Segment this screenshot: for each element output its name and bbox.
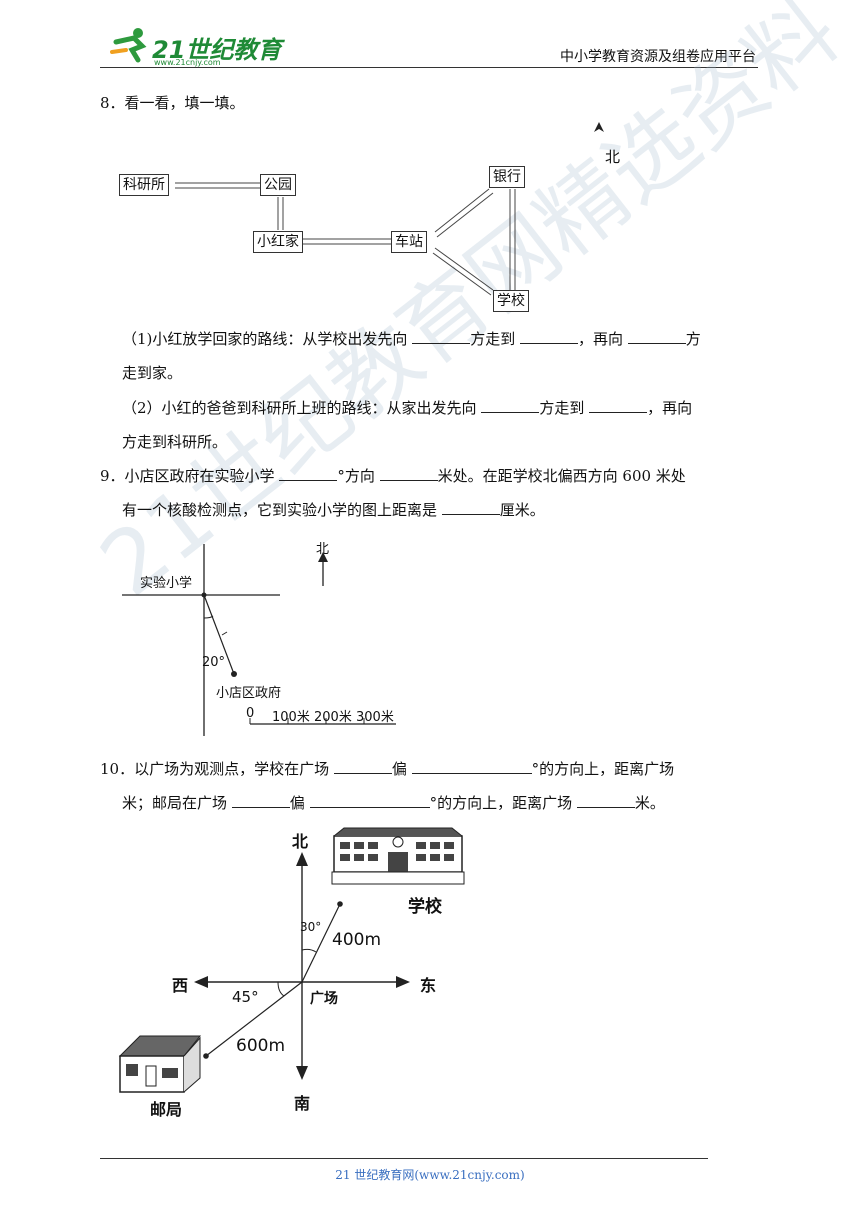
- q10-post-label: 邮局: [150, 1100, 183, 1119]
- q9-axes: [122, 544, 396, 736]
- q8-part1-line1: （1)小红放学回家的路线：从学校出发先向 方走到 ，再向 方: [122, 329, 701, 348]
- q9-school-label: 实验小学: [140, 576, 193, 591]
- place-school: 学校: [493, 290, 529, 312]
- q9-scale-200: 200米: [314, 710, 352, 725]
- q8-title: 8．看一看，填一填。: [100, 94, 245, 112]
- q9-blank-2[interactable]: [379, 466, 438, 481]
- q10-blank-3[interactable]: [231, 793, 290, 808]
- q10-west-label: 西: [172, 976, 189, 995]
- q9-blank-1[interactable]: [279, 466, 338, 481]
- logo-text: 21世纪教育: [152, 36, 282, 64]
- footer-rule: [100, 1158, 708, 1159]
- q10-line1: 10．以广场为观测点，学校在广场 偏 °的方向上，距离广场: [100, 759, 675, 778]
- q8-part2-line2: 方走到科研所。: [122, 433, 228, 451]
- q10-line2: 米；邮局在广场 偏 °的方向上，距离广场 米。: [122, 793, 665, 812]
- logo-runner-icon: [110, 28, 147, 63]
- q8-blank-3[interactable]: [627, 329, 686, 344]
- q9-blank-3[interactable]: [441, 500, 500, 515]
- platform-name: 中小学教育资源及组卷应用平台: [560, 49, 756, 65]
- q8-part2-line1: （2）小红的爸爸到科研所上班的路线：从家出发先向 方走到 ，再向: [122, 398, 693, 417]
- q10-angle-school: 30°: [300, 920, 322, 934]
- place-research: 科研所: [119, 174, 169, 196]
- q10-compass: [194, 852, 410, 1080]
- q10-angle-post: 45°: [232, 988, 259, 1006]
- q9-diagram: 北 实验小学 20° 小店区政府 0 100米 200米 300米: [118, 538, 418, 738]
- q10-center-label: 广场: [310, 991, 338, 1007]
- q10-east-label: 东: [420, 976, 437, 995]
- place-home: 小红家: [253, 231, 303, 253]
- place-park: 公园: [260, 174, 296, 196]
- q8-north-label: 北: [605, 148, 621, 166]
- q10-blank-5[interactable]: [576, 793, 635, 808]
- q9-scale-300: 300米: [356, 710, 394, 725]
- q9-north-label: 北: [316, 542, 330, 557]
- school-building-icon: [331, 827, 465, 885]
- q8-map: 北 科研所 公园 银行 小红家 车站 学校: [115, 120, 620, 320]
- q8-part1-line2: 走到家。: [122, 364, 183, 382]
- place-bank: 银行: [489, 166, 525, 188]
- q10-school-label: 学校: [408, 897, 442, 917]
- q9-scale-100: 100米: [272, 710, 310, 725]
- q8-blank-1[interactable]: [412, 329, 471, 344]
- header: 21世纪教育 www.21cnjy.com 中小学教育资源及组卷应用平台: [100, 24, 760, 68]
- q8-roads: [175, 182, 516, 296]
- header-rule: [100, 67, 758, 68]
- q10-blank-2[interactable]: [411, 759, 532, 774]
- q10-blank-1[interactable]: [333, 759, 392, 774]
- post-office-building-icon: [118, 1035, 202, 1093]
- q8-blank-2[interactable]: [519, 329, 578, 344]
- q10-dist-post: 600m: [236, 1036, 286, 1056]
- q10-south-label: 南: [294, 1094, 311, 1113]
- q10-dist-school: 400m: [332, 930, 382, 950]
- q9-scale-0: 0: [246, 706, 255, 721]
- place-station: 车站: [391, 231, 427, 253]
- q9-gov-label: 小店区政府: [216, 686, 282, 701]
- q8-blank-5[interactable]: [589, 398, 648, 413]
- q10-blank-4[interactable]: [309, 793, 430, 808]
- q9-line1: 9．小店区政府在实验小学 °方向 米处。在距学校北偏西方向 600 米处: [100, 466, 686, 485]
- q9-line2: 有一个核酸检测点，它到实验小学的图上距离是 厘米。: [122, 500, 545, 519]
- q10-north-label: 北: [292, 832, 309, 851]
- q8-blank-4[interactable]: [481, 398, 540, 413]
- q10-diagram: 北 南 东 西 广场 30° 400m 45° 600m 学校 邮局: [110, 826, 480, 1119]
- north-arrow-icon: [594, 122, 604, 132]
- logo-subtext: www.21cnjy.com: [154, 58, 221, 67]
- footer-text: 21 世纪教育网(www.21cnjy.com): [335, 1168, 525, 1182]
- q9-angle-label: 20°: [202, 655, 226, 670]
